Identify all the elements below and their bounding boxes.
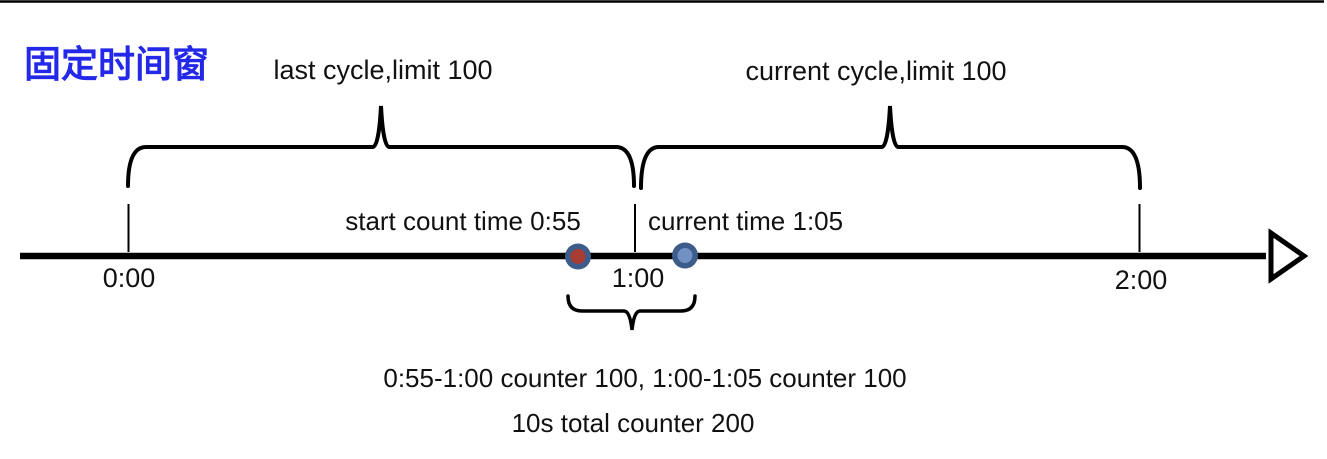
diagram-title: 固定时间窗 (24, 44, 209, 85)
tick-label-1-00: 1:00 (611, 263, 665, 293)
timeline-arrow-icon (1268, 228, 1309, 284)
current-cycle-label: current cycle,limit 100 (745, 56, 1007, 86)
overlap-window-brace (566, 294, 697, 331)
start-count-time-label: start count time 0:55 (345, 206, 581, 236)
current-cycle-brace (639, 105, 1142, 190)
counter-summary-line1: 0:55-1:00 counter 100, 1:00-1:05 counter… (383, 363, 907, 393)
current-time-dot-icon (672, 242, 698, 269)
start-count-dot-icon (565, 243, 591, 270)
last-cycle-label: last cycle,limit 100 (273, 55, 493, 85)
current-time-label: current time 1:05 (648, 206, 844, 236)
tick-label-2-00: 2:00 (1114, 265, 1168, 295)
tick-label-0-00: 0:00 (102, 263, 156, 293)
counter-summary-line2: 10s total counter 200 (511, 408, 755, 438)
last-cycle-brace (126, 105, 636, 188)
